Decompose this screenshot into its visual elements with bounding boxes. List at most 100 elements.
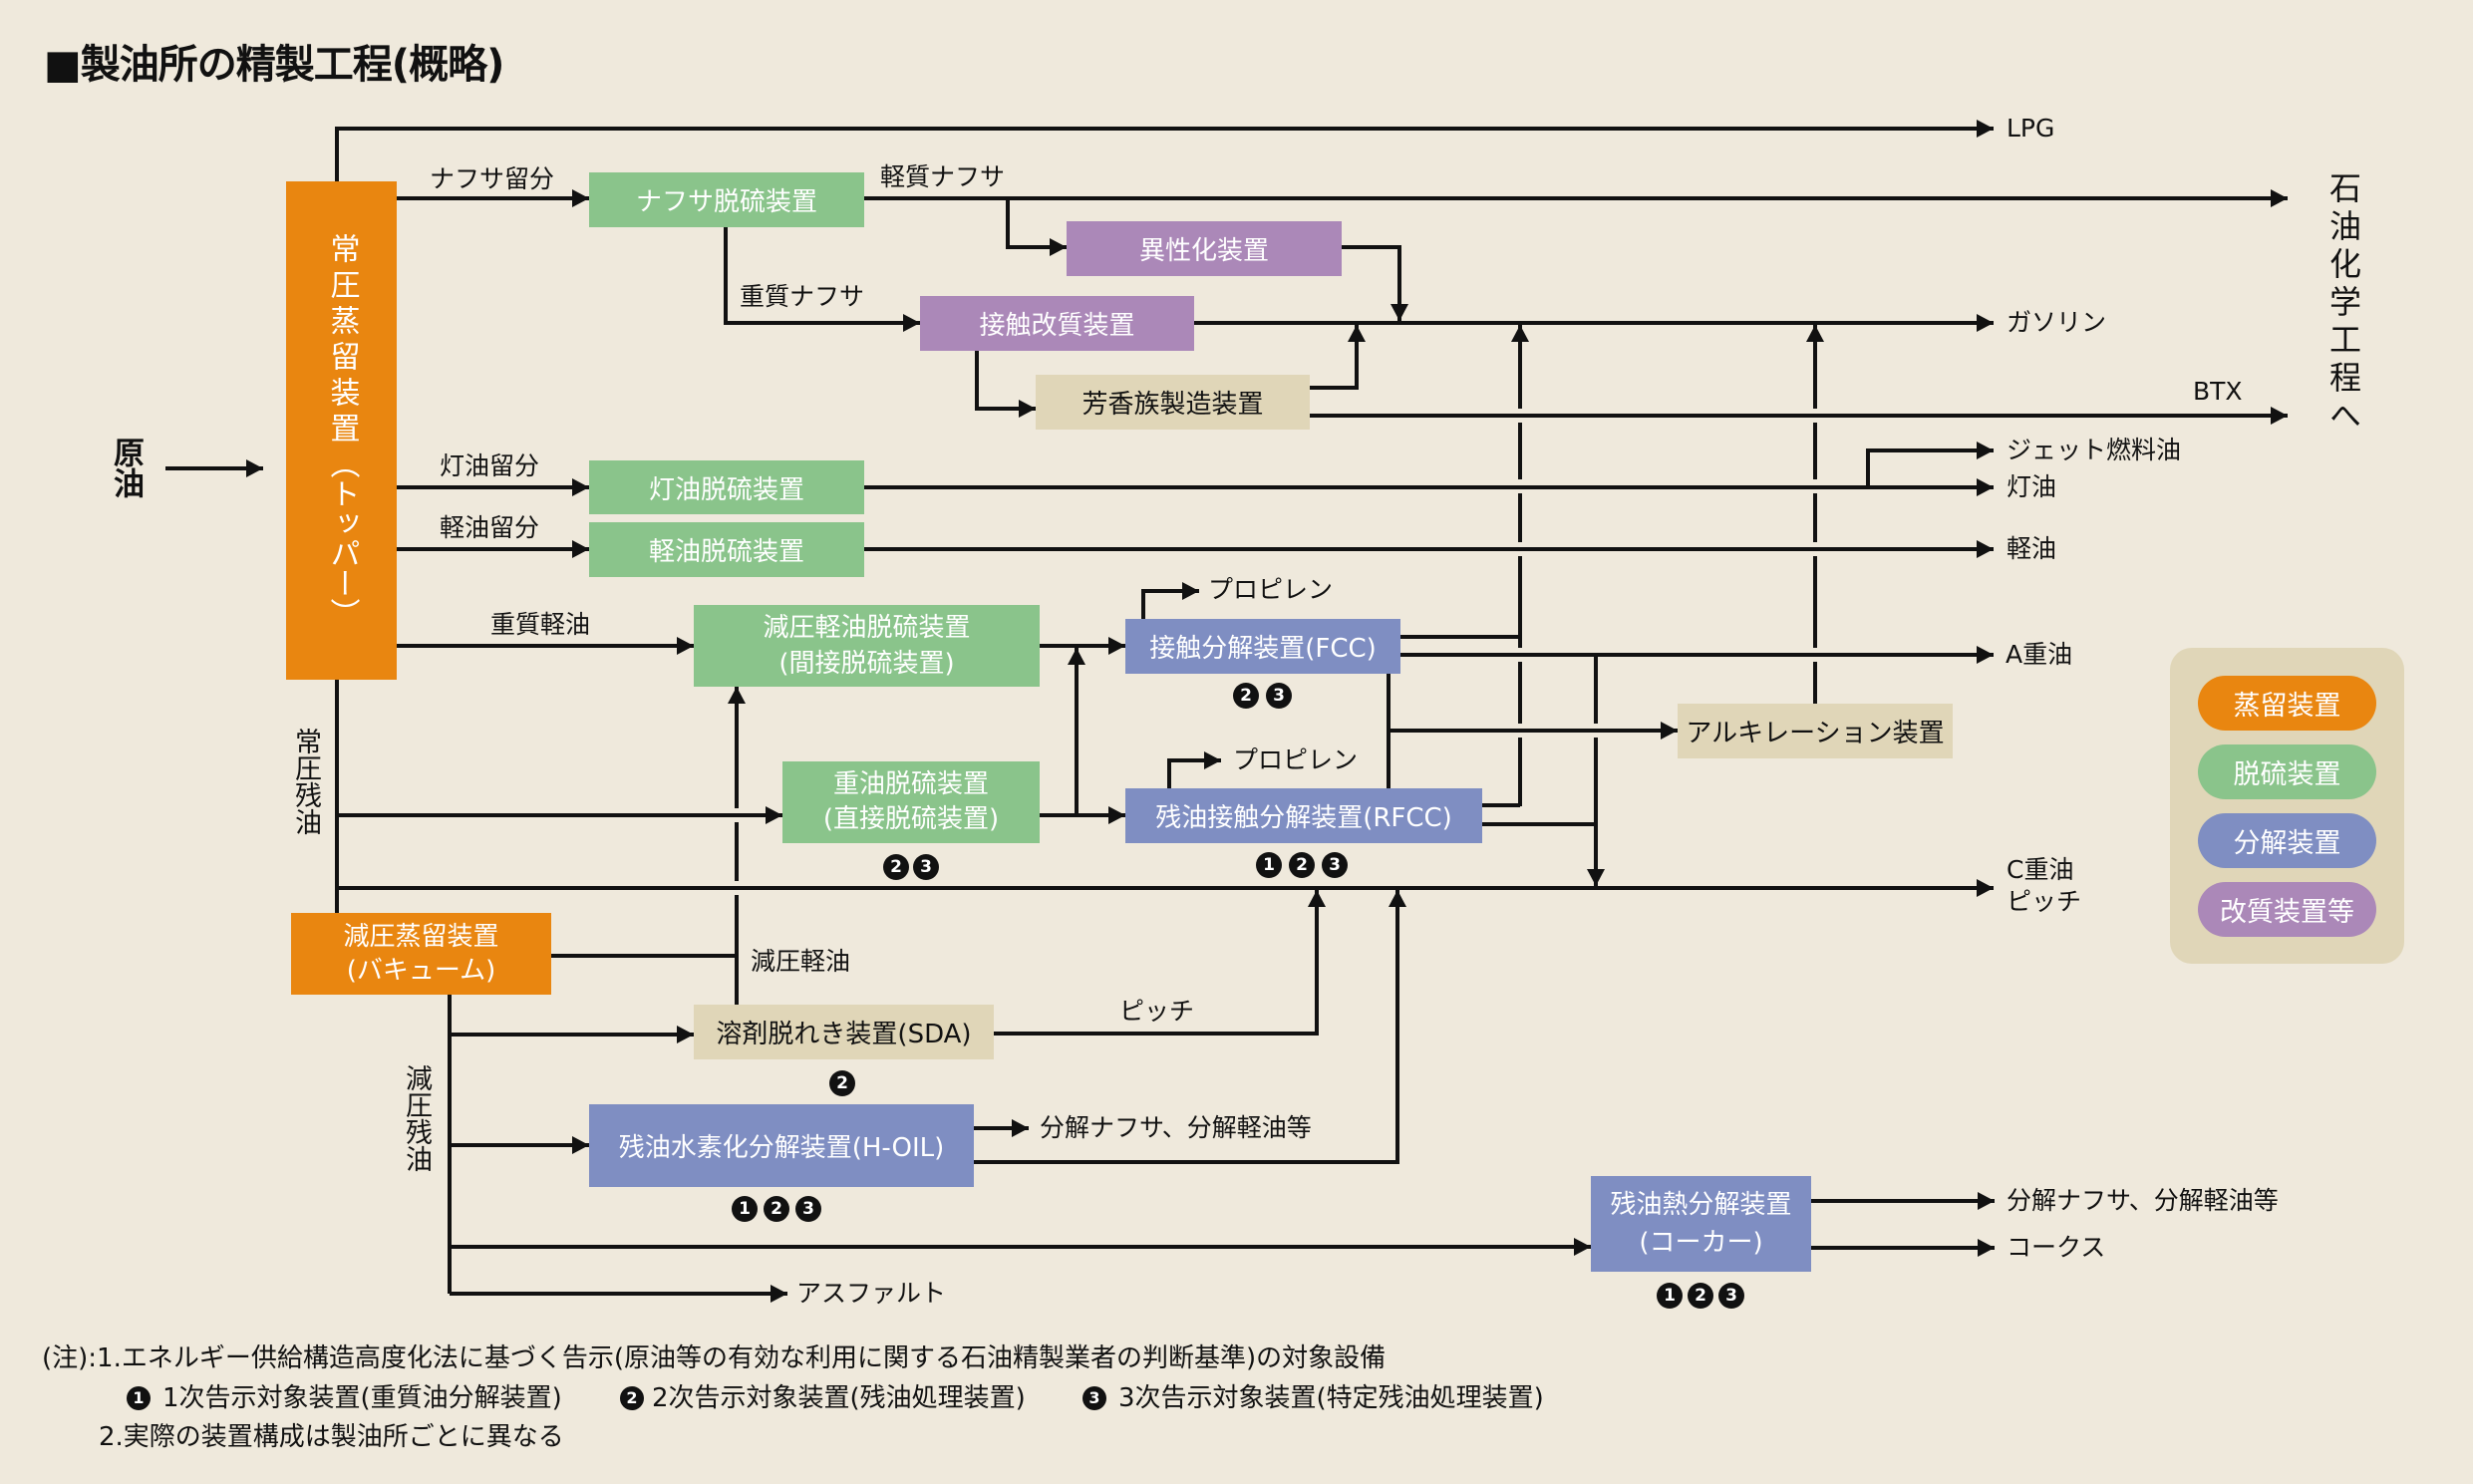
flow-reformer-to-aromatics	[975, 351, 1036, 418]
unit-sda: 溶剤脱れき装置(SDA)	[694, 1005, 994, 1059]
note-badge-3: 3	[1082, 1386, 1106, 1410]
notice-badge: 1	[1256, 852, 1282, 878]
fcc-label: 接触分解装置(FCC)	[1149, 634, 1377, 664]
product-c-fuel-oil: C重油	[2007, 855, 2074, 884]
atmospheric-distillation-alias: （トッパー）	[324, 448, 360, 628]
unit-naphtha-hds: ナフサ脱硫装置	[589, 172, 864, 227]
legend: 蒸留装置 脱硫装置 分解装置 改質装置等	[2170, 648, 2404, 964]
badges-resid-hds: 2 3	[883, 854, 939, 880]
legend-label: 蒸留装置	[2233, 691, 2341, 722]
unit-vacuum-distillation: 減圧蒸留装置 (バキューム)	[291, 913, 551, 995]
note-item-1: 1次告示対象装置(重質油分解装置)	[162, 1383, 562, 1413]
legend-item-reforming: 改質装置等	[2198, 882, 2376, 937]
legend-item-cracking: 分解装置	[2198, 813, 2376, 868]
product-btx: BTX	[2193, 377, 2243, 406]
product-gasoline: ガソリン	[2007, 308, 2107, 337]
notice-badge: 2	[764, 1196, 789, 1222]
crude-oil-label: 原油	[108, 437, 144, 498]
product-lpg: LPG	[2007, 114, 2055, 143]
unit-rfcc: 残油接触分解装置(RFCC)	[1125, 788, 1482, 843]
notice-badge: 2	[1289, 852, 1315, 878]
flow-aromatics-to-gasoline	[1310, 325, 1366, 390]
product-gasoil: 軽油	[2007, 534, 2057, 563]
product-pitch: ピッチ	[2007, 887, 2082, 916]
unit-atmospheric-distillation: 常圧蒸留装置（トッパー）	[286, 181, 397, 680]
flow-isomerization-out	[1342, 245, 1408, 321]
note-badge-1: 1	[127, 1386, 151, 1410]
vgo-hds-label: 減圧軽油脱硫装置	[763, 613, 971, 643]
badges-rfcc: 1 2 3	[1256, 852, 1348, 878]
notice-badge: 3	[1322, 852, 1348, 878]
stream-label-gasoil-fraction: 軽油留分	[440, 513, 540, 542]
note-item-2: 2次告示対象装置(残油処理装置)	[652, 1383, 1026, 1413]
unit-gasoil-hds: 軽油脱硫装置	[589, 522, 864, 577]
stream-label-kerosene-fraction: 灯油留分	[440, 451, 540, 480]
stream-label-heavy-naphtha: 重質ナフサ	[740, 282, 865, 311]
flow-heavy-naphtha	[724, 227, 920, 332]
alkylation-label: アルキレーション装置	[1686, 719, 1945, 748]
sda-label: 溶剤脱れき装置(SDA)	[716, 1020, 972, 1049]
badges-coker: 1 2 3	[1657, 1283, 1744, 1309]
unit-vgo-hds: 減圧軽油脱硫装置 (間接脱硫装置)	[694, 605, 1040, 687]
resid-hds-sublabel: (直接脱硫装置)	[822, 804, 1000, 834]
stream-label-hoil-products: 分解ナフサ、分解軽油等	[1040, 1113, 1312, 1142]
page-title: ■製油所の精製工程(概略)	[44, 42, 504, 88]
stream-label-light-naphtha: 軽質ナフサ	[880, 162, 1006, 191]
unit-kerosene-hds: 灯油脱硫装置	[589, 460, 864, 514]
coker-label: 残油熱分解装置	[1610, 1190, 1792, 1220]
vacuum-distillation-sublabel: (バキューム)	[346, 956, 496, 986]
notice-badge: 1	[1657, 1283, 1683, 1309]
note-item-3: 3次告示対象装置(特定残油処理装置)	[1118, 1383, 1544, 1413]
legend-label: 脱硫装置	[2233, 759, 2341, 790]
flow-fcc-propylene	[1141, 582, 1199, 619]
vgo-hds-sublabel: (間接脱硫装置)	[778, 649, 955, 679]
stream-label-rfcc-propylene: プロピレン	[1233, 745, 1359, 774]
notice-badge: 3	[913, 854, 939, 880]
unit-alkylation: アルキレーション装置	[1678, 704, 1953, 758]
badges-sda: 2	[829, 1070, 855, 1096]
legend-item-distillation: 蒸留装置	[2198, 676, 2376, 731]
aromatics-label: 芳香族製造装置	[1082, 390, 1264, 420]
coker-sublabel: (コーカー)	[1639, 1228, 1763, 1258]
gasoil-hds-label: 軽油脱硫装置	[648, 537, 804, 567]
stream-label-heavy-gasoil: 重質軽油	[490, 610, 591, 639]
vacuum-distillation-label: 減圧蒸留装置	[343, 922, 499, 952]
stream-label-vacuum-gasoil: 減圧軽油	[751, 947, 851, 976]
notice-badge: 3	[1266, 683, 1292, 709]
atmospheric-distillation-label: 常圧蒸留装置（トッパー）	[324, 233, 360, 628]
unit-resid-hds: 重油脱硫装置 (直接脱硫装置)	[782, 761, 1040, 843]
stream-label-fcc-propylene: プロピレン	[1208, 575, 1334, 604]
notice-badge: 2	[829, 1070, 855, 1096]
unit-catalytic-reformer: 接触改質装置	[920, 296, 1194, 351]
notice-badge: 2	[1688, 1283, 1713, 1309]
legend-item-desulfurization: 脱硫装置	[2198, 744, 2376, 799]
kerosene-hds-label: 灯油脱硫装置	[648, 474, 804, 505]
note-badge-2: 2	[620, 1386, 644, 1410]
stream-label-asphalt: アスファルト	[796, 1279, 947, 1308]
badges-h-oil: 1 2 3	[732, 1196, 821, 1222]
note-line-2: 2.実際の装置構成は製油所ごとに異なる	[99, 1422, 564, 1452]
product-a-fuel-oil: A重油	[2006, 640, 2073, 669]
rfcc-label: 残油接触分解装置(RFCC)	[1155, 803, 1452, 833]
flow-hoil-bottoms	[974, 890, 1406, 1164]
product-coke: コークス	[2007, 1233, 2106, 1262]
badges-fcc: 2 3	[1233, 683, 1292, 709]
stream-label-vacuum-residue: 減圧残油	[401, 1064, 432, 1172]
notice-badge: 3	[1718, 1283, 1744, 1309]
product-kerosene: 灯油	[2007, 472, 2057, 501]
stream-label-sda-pitch: ピッチ	[1119, 997, 1195, 1026]
unit-fcc: 接触分解装置(FCC)	[1125, 619, 1400, 674]
product-jet-fuel: ジェット燃料油	[2007, 436, 2182, 464]
unit-aromatics: 芳香族製造装置	[1036, 375, 1310, 430]
h-oil-label: 残油水素化分解装置(H-OIL)	[618, 1133, 945, 1163]
product-petrochemical: 石油化学工程へ	[2324, 171, 2362, 437]
notice-badge: 3	[795, 1196, 821, 1222]
stream-label-atmospheric-residue: 常圧残油	[290, 728, 321, 835]
notice-badge: 1	[732, 1196, 758, 1222]
flow-sda-pitch	[994, 890, 1326, 1036]
stream-label-naphtha-fraction: ナフサ留分	[430, 164, 555, 193]
legend-label: 分解装置	[2233, 828, 2341, 859]
unit-h-oil: 残油水素化分解装置(H-OIL)	[589, 1104, 974, 1187]
